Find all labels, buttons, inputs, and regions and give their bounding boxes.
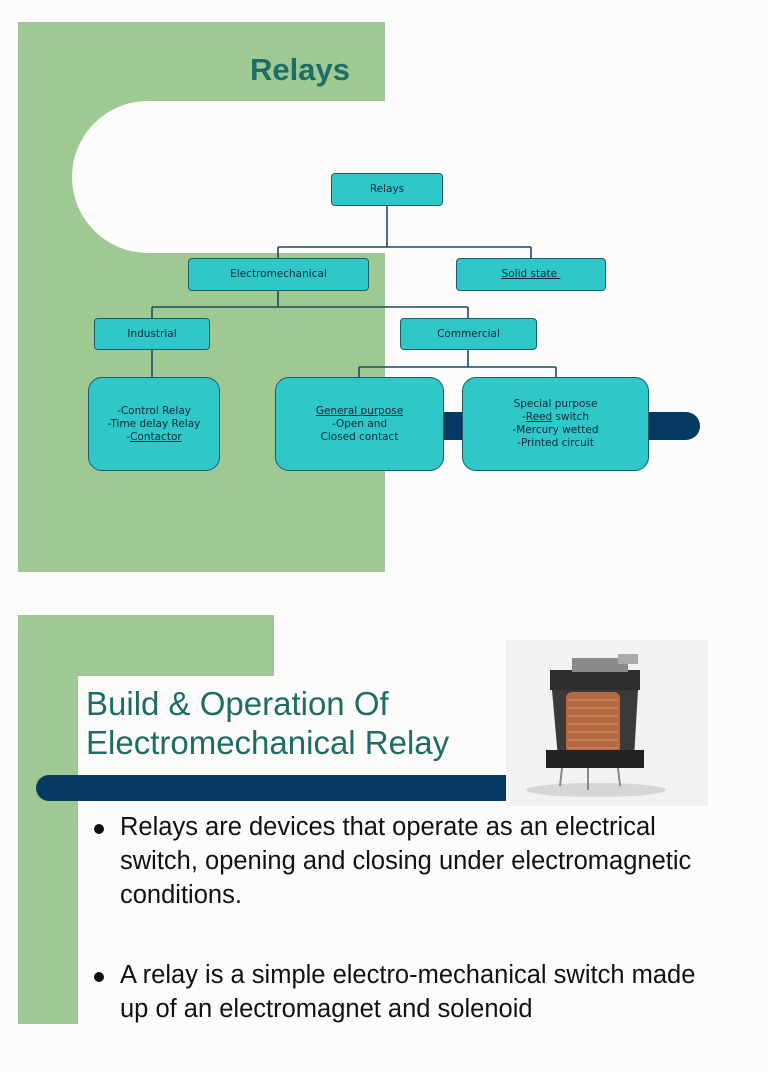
bullet-item: A relay is a simple electro-mechanical s… — [90, 958, 730, 1026]
slide2-title-line2: Electromechanical Relay — [86, 724, 450, 761]
node-industrial-types: -Control Relay -Time delay Relay -Contac… — [88, 377, 220, 471]
node-commercial: Commercial — [400, 318, 537, 350]
special-purpose-reed: -Reed switch — [521, 411, 590, 423]
slide2-title-line1: Build & Operation Of — [86, 685, 389, 722]
node-general-purpose: General purpose -Open and Closed contact — [275, 377, 444, 471]
relay-photo — [506, 640, 708, 806]
industrial-item-control: -Control Relay — [117, 404, 191, 417]
slide2-title-backdrop — [78, 676, 508, 772]
slide2-bullet-list: Relays are devices that operate as an el… — [90, 810, 730, 1072]
slide2-title: Build & Operation Of Electromechanical R… — [86, 684, 516, 762]
node-electromechanical: Electromechanical — [188, 258, 369, 291]
node-special-purpose: Special purpose -Reed switch -Mercury we… — [462, 377, 649, 471]
general-purpose-line2: -Open and — [331, 417, 388, 430]
industrial-item-time-delay: -Time delay Relay — [107, 417, 201, 430]
node-relays: Relays — [331, 173, 443, 206]
bullet-dot-icon — [94, 824, 104, 834]
general-purpose-heading: General purpose — [315, 404, 404, 417]
bullet-dot-icon — [94, 972, 104, 982]
special-purpose-printed: -Printed circuit — [517, 437, 594, 449]
general-purpose-line3: Closed contact — [320, 430, 399, 443]
special-purpose-mercury: -Mercury wetted — [512, 424, 599, 436]
node-solid-state: Solid state — [456, 258, 606, 291]
slide1-title: Relays — [250, 52, 350, 87]
tree-connectors — [151, 206, 557, 377]
slide2-navy-bar — [36, 775, 542, 801]
node-industrial: Industrial — [94, 318, 210, 350]
industrial-item-contactor: -Contactor — [126, 430, 182, 443]
bullet-item: Relays are devices that operate as an el… — [90, 810, 730, 912]
slide2-green-panel-side — [18, 705, 78, 1024]
special-purpose-heading: Special purpose — [513, 398, 598, 410]
